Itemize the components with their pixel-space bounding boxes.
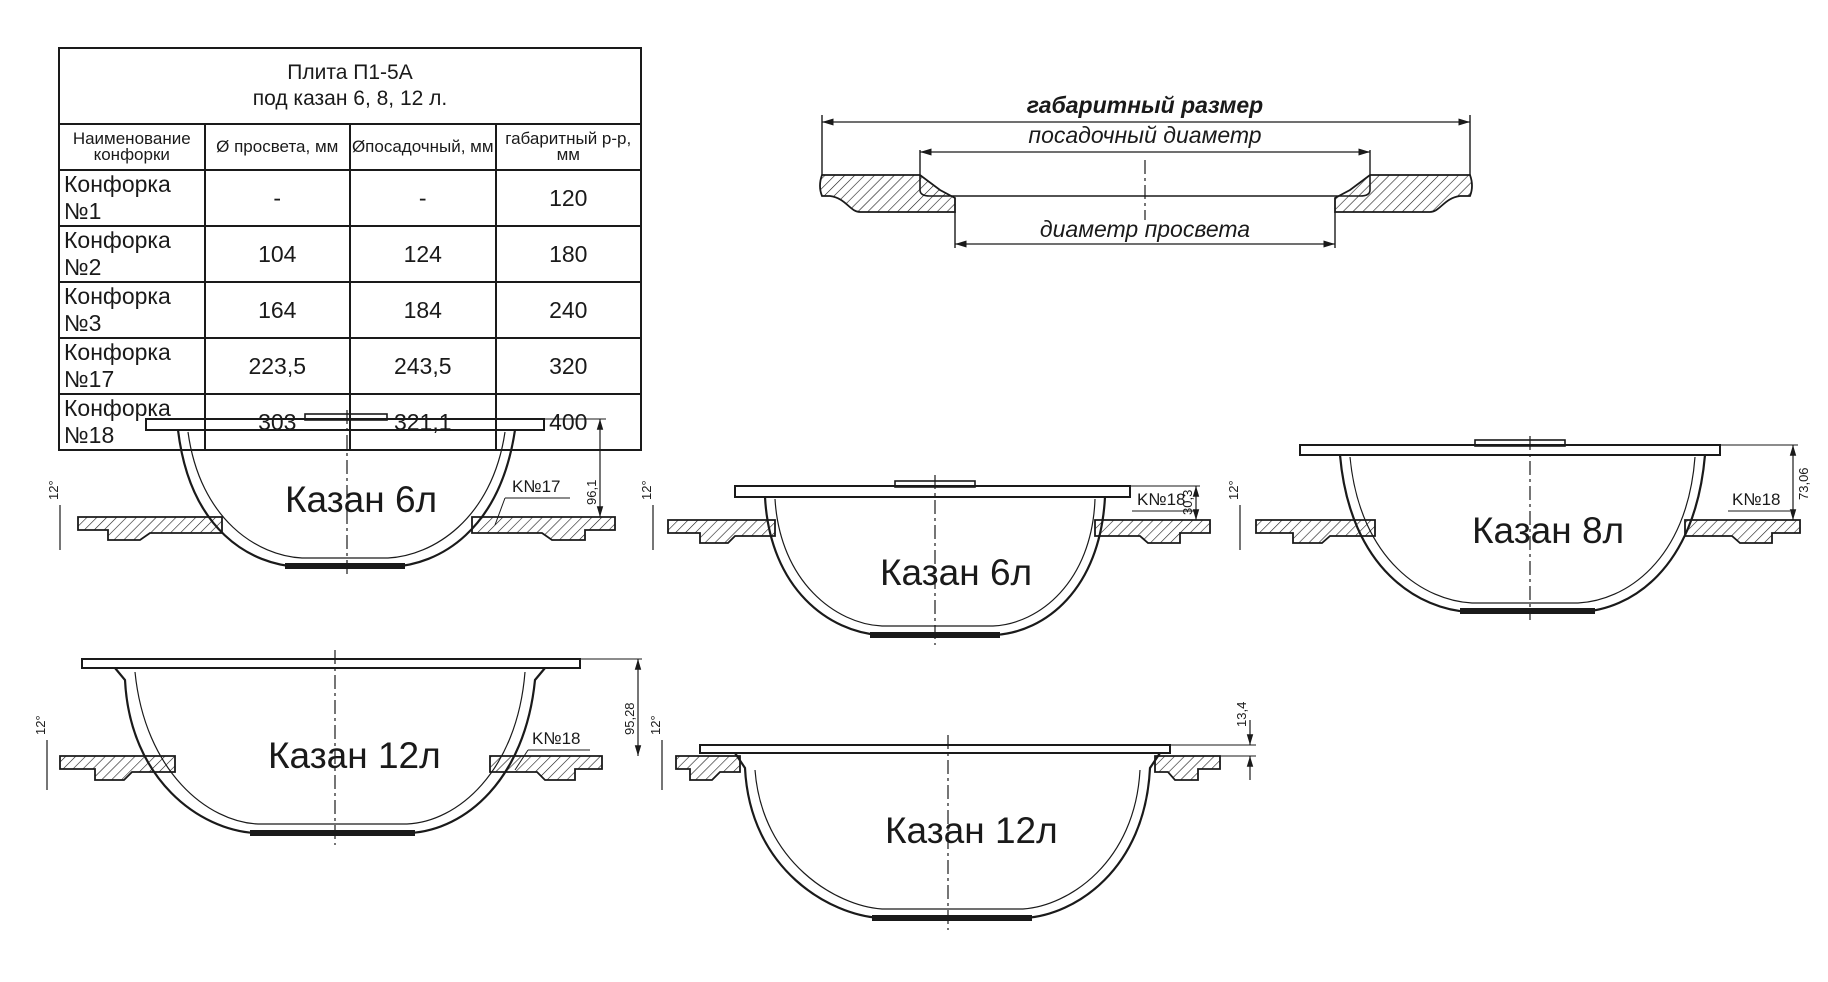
- spec-table: Плита П1-5А под казан 6, 8, 12 л. Наимен…: [58, 47, 642, 451]
- burner-ring-left: [77, 516, 223, 541]
- burner-ring-left: [667, 519, 776, 544]
- cell-overall: 120: [494, 169, 642, 227]
- col-header-seat: Øпосадочный, мм: [349, 123, 497, 171]
- label-overall: габаритный размер: [1027, 92, 1263, 118]
- table-row: Конфорка №17 223,5 243,5 320: [58, 337, 642, 395]
- cell-name: Конфорка №1: [58, 169, 206, 227]
- col-header-overall: габаритный р-р, мм: [494, 123, 642, 171]
- table-row: Конфорка №2 104 124 180: [58, 225, 642, 283]
- pot-rim: [734, 485, 1131, 498]
- pot-height: 13,4: [1234, 702, 1249, 727]
- table-row: Конфорка №3 164 184 240: [58, 281, 642, 339]
- pot-height: 30,3: [1180, 490, 1195, 515]
- burner-ring-right: [1154, 755, 1221, 781]
- cell-seat: 243,5: [349, 337, 497, 395]
- pot-rim: [699, 744, 1171, 754]
- label-seat: посадочный диаметр: [1028, 122, 1261, 148]
- burner-ring-right: [1684, 519, 1801, 544]
- burner-ring-right: [471, 516, 616, 541]
- pot-rim: [1299, 444, 1721, 456]
- pot-ring-label: K№18: [1732, 490, 1781, 509]
- cell-overall: 400: [494, 393, 642, 451]
- cell-seat: -: [349, 169, 497, 227]
- cell-clear: 303: [203, 393, 351, 451]
- pot-kazan-8l-k18: 12° 73,06 K№18 Казан 8л: [1226, 436, 1811, 620]
- col-header-name: Наименование конфорки: [58, 123, 206, 171]
- cell-clear: 164: [203, 281, 351, 339]
- cell-seat: 321,1: [349, 393, 497, 451]
- pot-angle: 12°: [33, 715, 48, 735]
- table-row: Конфорка №1 - - 120: [58, 169, 642, 227]
- pot-title: Казан 6л: [285, 479, 437, 520]
- legend-section: габаритный размер посадочный диаметр диа…: [819, 92, 1473, 248]
- cell-name: Конфорка №2: [58, 225, 206, 283]
- label-clear: диаметр просвета: [1040, 216, 1250, 242]
- pot-kazan-6l-k18: 12° 30,3 K№18 Казан 6л: [639, 475, 1211, 645]
- pot-height: 96,1: [584, 480, 599, 505]
- pot-height: 95,28: [622, 702, 637, 735]
- pot-ring-label: K№18: [532, 729, 581, 748]
- pot-angle: 12°: [639, 480, 654, 500]
- pot-angle: 12°: [46, 480, 61, 500]
- cell-clear: -: [203, 169, 351, 227]
- pot-title: Казан 6л: [880, 552, 1032, 593]
- cell-name: Конфорка №18: [58, 393, 206, 451]
- cell-overall: 320: [494, 337, 642, 395]
- col-header-clear: Ø просвета, мм: [203, 123, 351, 171]
- cell-seat: 184: [349, 281, 497, 339]
- cell-overall: 180: [494, 225, 642, 283]
- legend-ring-left: [819, 174, 956, 213]
- pot-height: 73,06: [1796, 467, 1811, 500]
- burner-ring-left: [675, 755, 741, 781]
- cell-name: Конфорка №3: [58, 281, 206, 339]
- cell-name: Конфорка №17: [58, 337, 206, 395]
- table-title: Плита П1-5А под казан 6, 8, 12 л.: [58, 47, 642, 125]
- cell-clear: 104: [203, 225, 351, 283]
- table-title-line1: Плита П1-5А: [287, 61, 413, 84]
- legend-ring-right: [1334, 174, 1473, 213]
- cell-clear: 223,5: [203, 337, 351, 395]
- burner-ring-right: [489, 755, 603, 781]
- pot-ring-label: K№18: [1137, 490, 1186, 509]
- cell-seat: 124: [349, 225, 497, 283]
- pot-title: Казан 8л: [1472, 510, 1624, 551]
- table-title-line2: под казан 6, 8, 12 л.: [252, 87, 448, 110]
- burner-ring-left: [59, 755, 176, 781]
- burner-ring-right: [1094, 519, 1211, 544]
- cell-overall: 240: [494, 281, 642, 339]
- pot-ring-label: K№17: [512, 477, 561, 496]
- burner-ring-left: [1255, 519, 1376, 544]
- pot-angle: 12°: [1226, 480, 1241, 500]
- pot-rim: [81, 658, 581, 669]
- pot-title: Казан 12л: [885, 810, 1058, 851]
- pot-title: Казан 12л: [268, 735, 441, 776]
- pot-kazan-12l: 12° 13,4 Казан 12л: [648, 702, 1256, 930]
- pot-kazan-12l-k18: 12° 95,28 K№18 Казан 12л: [33, 650, 642, 845]
- table-row: Конфорка №18 303 321,1 400: [58, 393, 642, 451]
- pot-angle: 12°: [648, 715, 663, 735]
